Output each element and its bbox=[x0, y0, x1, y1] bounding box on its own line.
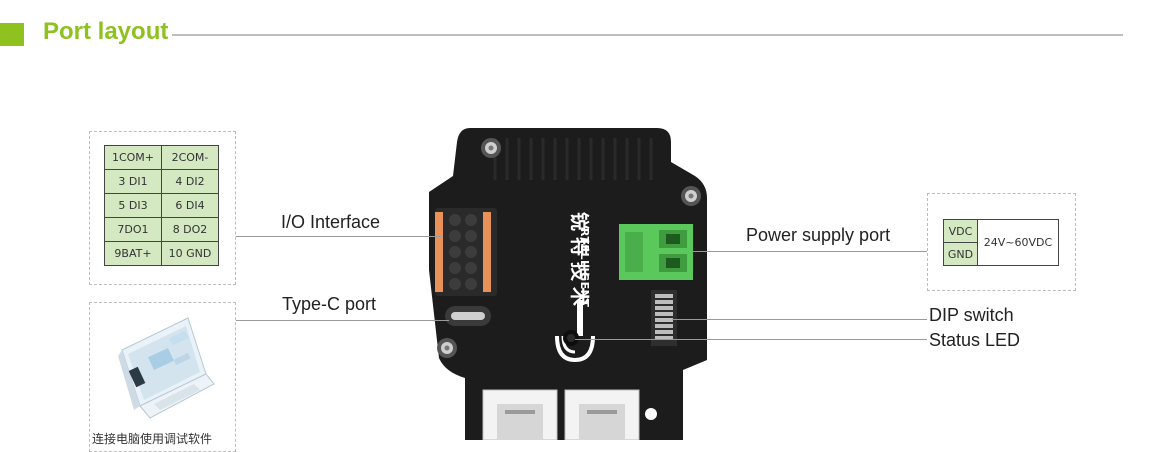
io-terminal-block bbox=[435, 208, 497, 296]
header-divider bbox=[172, 34, 1123, 36]
table-cell: 5 DI3 bbox=[104, 193, 162, 218]
table-cell: 1COM+ bbox=[104, 145, 162, 170]
io-interface-label: I/O Interface bbox=[281, 212, 381, 232]
typec-port-label: Type-C port bbox=[282, 294, 377, 314]
heat-ribs bbox=[493, 138, 653, 180]
laptop-icon bbox=[118, 317, 215, 419]
brand-en: RTELLIGENT bbox=[578, 228, 591, 307]
table-row: 1COM+ 2COM- bbox=[104, 145, 219, 170]
power-leader-line bbox=[690, 251, 927, 252]
brand-cn: 锐特技术 bbox=[568, 212, 591, 312]
table-cell: 6 DI4 bbox=[161, 193, 219, 218]
table-cell: VDC bbox=[943, 219, 978, 243]
status-led-label: Status LED bbox=[929, 330, 1021, 350]
table-cell: 3 DI1 bbox=[104, 169, 162, 194]
io-pin-table: 1COM+ 2COM- 3 DI1 4 DI2 5 DI3 6 DI4 7DO1… bbox=[104, 145, 219, 266]
table-cell: 8 DO2 bbox=[161, 217, 219, 242]
table-row: VDC 24V~60VDC bbox=[943, 219, 1059, 266]
power-terminal-block bbox=[619, 224, 693, 280]
table-cell: 9BAT+ bbox=[104, 241, 162, 266]
power-table-box bbox=[927, 193, 1076, 291]
section-title: Port layout bbox=[43, 18, 169, 45]
header-square-icon bbox=[0, 23, 24, 46]
table-row: 3 DI1 4 DI2 bbox=[104, 169, 219, 194]
power-supply-label: Power supply port bbox=[746, 225, 891, 245]
voltage-cell: 24V~60VDC bbox=[977, 219, 1059, 266]
dip-switch-label: DIP switch bbox=[929, 305, 1014, 325]
table-row: GND bbox=[943, 242, 1059, 266]
device-body bbox=[429, 128, 707, 440]
io-leader-line bbox=[236, 236, 441, 237]
table-cell: GND bbox=[943, 242, 978, 266]
table-row: 5 DI3 6 DI4 bbox=[104, 193, 219, 218]
table-row: 9BAT+ 10 GND bbox=[104, 241, 219, 266]
rj45-port-icon bbox=[482, 389, 558, 440]
led-leader-line bbox=[575, 339, 927, 340]
software-caption: 连接电脑使用调试软件 bbox=[92, 432, 213, 446]
table-cell: 2COM- bbox=[161, 145, 219, 170]
power-table: VDC 24V~60VDC GND bbox=[943, 219, 1059, 266]
typec-port-icon bbox=[445, 306, 491, 326]
status-led-icon bbox=[563, 330, 579, 346]
screw-icon bbox=[437, 338, 457, 358]
screw-icon bbox=[481, 138, 501, 158]
io-table-box bbox=[89, 131, 236, 285]
table-row: 7DO1 8 DO2 bbox=[104, 217, 219, 242]
dip-switch-icon bbox=[651, 290, 677, 346]
table-cell: 4 DI2 bbox=[161, 169, 219, 194]
mount-hole-icon bbox=[645, 408, 657, 420]
rj45-port-icon bbox=[564, 389, 640, 440]
table-cell: 10 GND bbox=[161, 241, 219, 266]
table-cell: 7DO1 bbox=[104, 217, 162, 242]
dip-leader-line bbox=[672, 319, 927, 320]
typec-leader-line bbox=[236, 320, 449, 321]
device-illustration: 锐特技术 RTELLIGENT bbox=[429, 128, 707, 440]
screw-icon bbox=[681, 186, 701, 206]
